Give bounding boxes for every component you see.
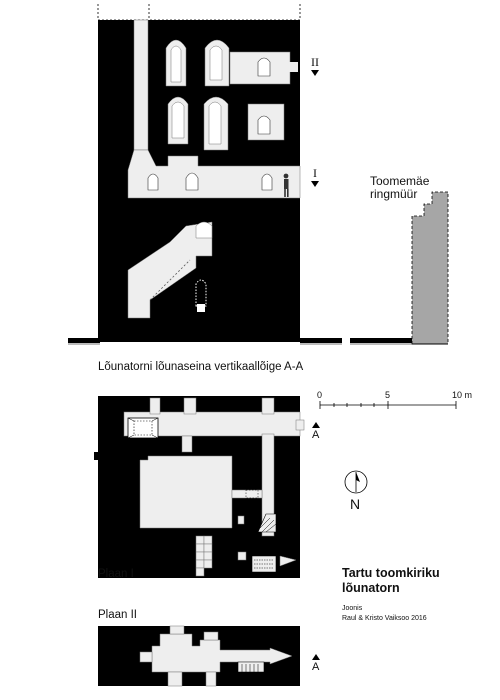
plan-two-section-arrow-icon [312,654,320,660]
plan-two [98,625,320,687]
plan-two-section-marker: A [312,661,320,673]
plan-one-triangle-opening [279,555,297,567]
lower-opening-arch [195,221,213,239]
plan-one-label: Plaan I [98,568,134,580]
plan-one-right-corridor [261,433,275,537]
north-arrow-icon [344,470,368,494]
ringwall-label-line2: ringmüür [370,187,418,201]
arched-window-4-inner [208,101,222,145]
ground-band-right [300,338,342,343]
plan-one-stair-hatch [259,517,277,533]
plan-two-top-stub [169,625,185,635]
plan-two-left-notch [139,651,153,663]
plan-one [94,396,320,578]
chamber-window-3 [261,173,273,191]
drawing-title-line1: Tartu toomkiriku [342,566,440,580]
upper-room-notch [288,62,298,72]
level-one-arrow-icon [311,181,319,187]
plan-one-top-stub-3 [261,397,275,415]
plan-one-section-arrow-icon [312,422,320,428]
plan-one-side-passage [231,489,263,499]
niche-block [197,304,205,312]
ground-band-left [68,338,100,343]
plan-one-main-hall [139,455,233,529]
level-one-chamber [127,149,301,199]
plan-one-section-marker: A [312,429,320,441]
scale-figure-icon [283,173,289,197]
plan-one-top-stub-1 [149,397,161,415]
level-two-arrow-icon [311,70,319,76]
section-view [68,4,449,345]
scale-bar [319,401,457,409]
plan-two-stair [237,661,265,673]
arched-window-2-inner [209,45,223,81]
ringwall-section [411,191,449,345]
credit-line2: Raul & Kristo Vaiksoo 2016 [342,615,427,622]
plan-two-bottom-stub [167,671,183,687]
plan-one-hatch [127,417,159,439]
plan-one-side-nub [237,515,245,525]
scale-tick-10: 10 m [452,390,473,400]
ground-band-middle [350,338,412,343]
plan-one-left-stub [94,452,98,460]
dotted-niche [195,279,207,307]
small-window-middle [257,115,271,135]
plan-one-small-cell [237,551,247,561]
section-title: Lõunatorni lõunaseina vertikaallõige A-A [98,361,304,373]
lower-stair-passage [127,221,213,319]
plan-two-bottom-stub-2 [205,671,217,687]
credit-line1: Joonis [342,605,363,612]
plan-two-label: Plaan II [98,609,137,621]
chimney-shaft [133,19,149,151]
plan-one-top-stub-2 [183,397,197,415]
lower-stair-treads [149,259,191,301]
arched-window-1-inner [170,45,182,83]
plan-two-top-stub-2 [203,631,219,641]
ringwall-label-line1: Toomemäe [370,174,430,188]
plan-one-hatch-inner [133,420,153,436]
scale-tick-0: 0 [317,390,323,400]
small-window-upper [257,57,271,77]
plan-one-neck [181,435,193,453]
plan-two-stair-hatch [241,664,259,672]
plan-one-corridor-extension [295,419,305,431]
chamber-window-2 [185,172,199,191]
plan-one-lower-stair-hatch [254,559,274,569]
arched-window-3-inner [171,101,185,139]
plan-one-dotted-cell [245,489,259,499]
drawing-title-line2: lõunatorn [342,581,400,595]
level-two-mark: II [311,55,319,69]
level-one-mark: I [313,166,317,180]
scale-tick-5: 5 [385,390,391,400]
north-label: N [350,496,361,512]
plan-one-grid-cells [195,535,213,577]
chamber-window-1 [147,173,159,191]
